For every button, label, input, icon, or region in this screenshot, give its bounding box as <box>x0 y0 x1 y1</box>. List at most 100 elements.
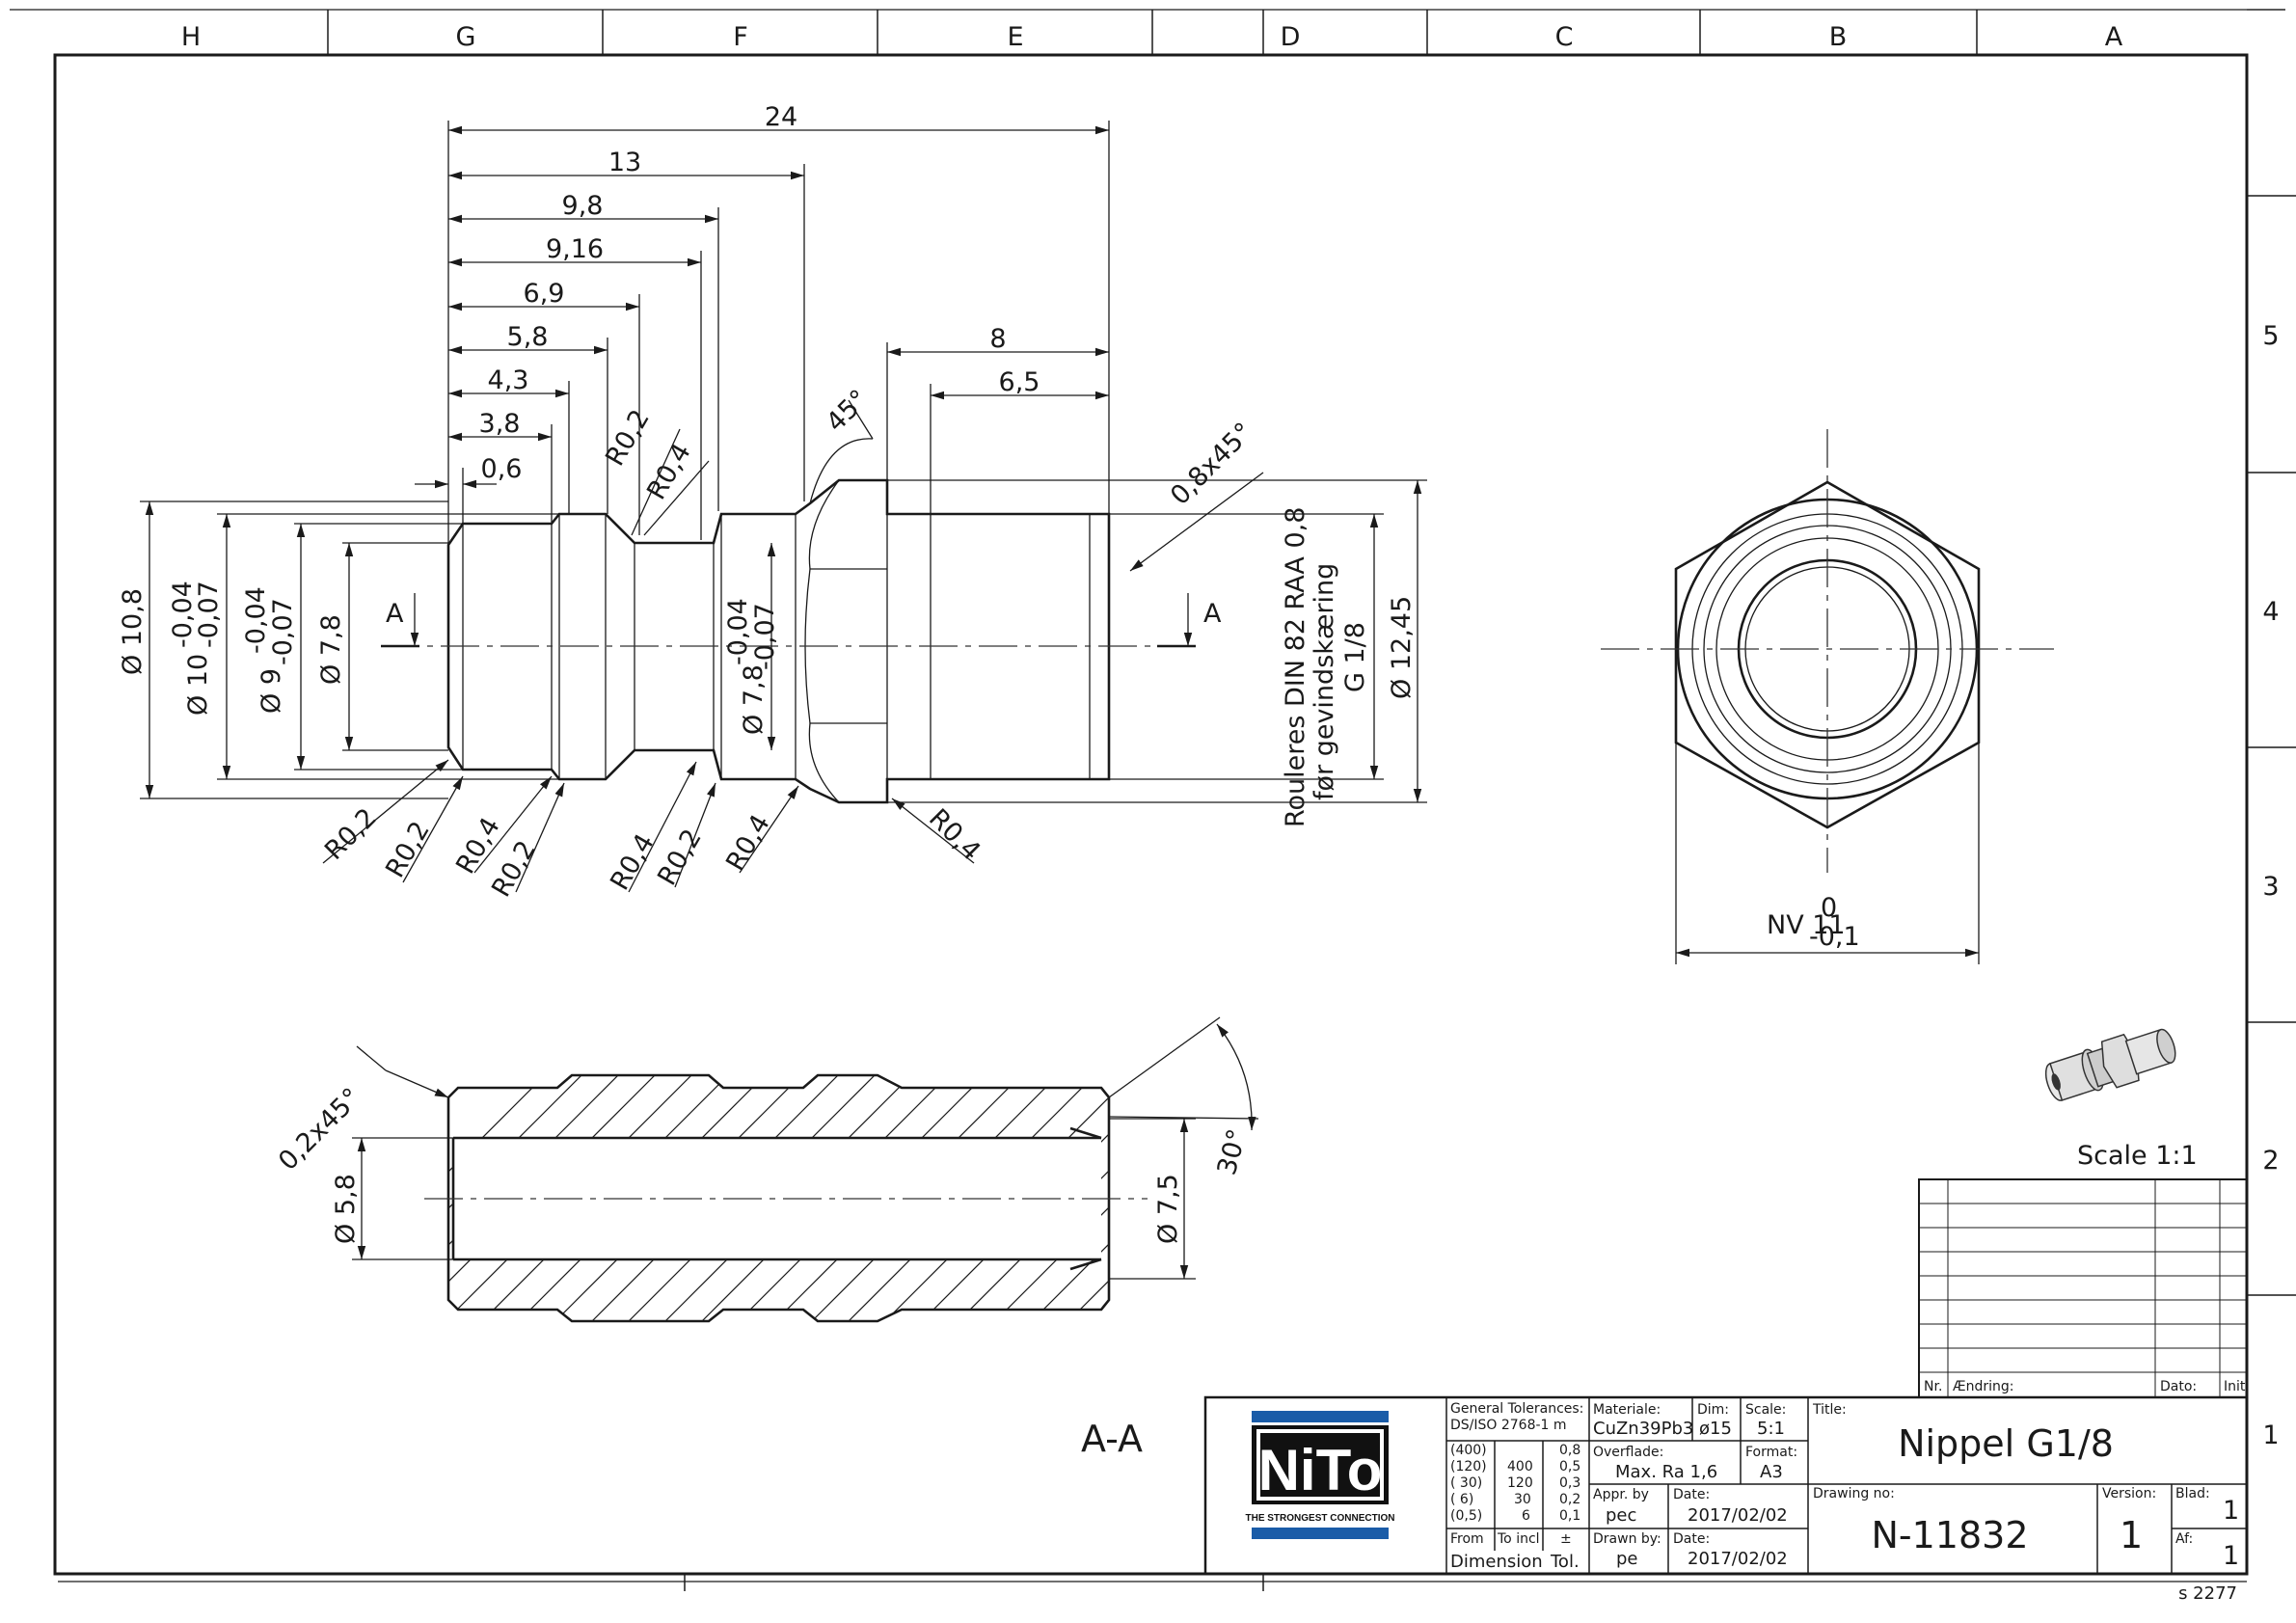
dia-9-tol-lo: -0,07 <box>268 598 298 665</box>
zone-H: H <box>181 22 201 52</box>
revision-table: Nr. Ændring: Dato: Init. <box>1918 1178 2250 1398</box>
dia-7-8-left: Ø 7,8 <box>316 614 346 685</box>
title-label: Title: <box>1812 1402 1847 1418</box>
general-tolerances-label: General Tolerances: <box>1450 1401 1583 1417</box>
zone-C: C <box>1555 22 1574 52</box>
overflade-value: Max. Ra 1,6 <box>1615 1462 1717 1482</box>
zone-B: B <box>1829 22 1848 52</box>
title-block: NiTo THE STRONGEST CONNECTION General To… <box>1203 1395 2249 1576</box>
date-label-1: Date: <box>1673 1487 1710 1502</box>
iso-scale: Scale 1:1 <box>2077 1141 2198 1171</box>
nv-tol-up: 0 <box>1821 893 1837 923</box>
nv-tol-lo: -0,1 <box>1809 922 1860 952</box>
hatch-line <box>1205 1061 1475 1331</box>
rev-nr: Nr. <box>1924 1379 1942 1394</box>
dia-10-tol-lo: -0,07 <box>194 581 224 648</box>
tol-row-1-a: (400) <box>1450 1443 1487 1458</box>
section-outline <box>446 1073 1111 1323</box>
overflade-label: Overflade: <box>1593 1445 1663 1460</box>
materiale-label: Materiale: <box>1593 1402 1661 1418</box>
tol-tol: Tol. <box>1550 1552 1580 1572</box>
drawing-no: N-11832 <box>1871 1514 2028 1556</box>
logo-tagline: THE STRONGEST CONNECTION <box>1245 1513 1394 1524</box>
radius-top-2: R0,4 <box>641 439 697 505</box>
tol-row-3-c: 0,3 <box>1559 1475 1580 1491</box>
bottom-radius-leaders <box>322 759 975 893</box>
dia-9: Ø 9 <box>257 668 286 714</box>
dia-10: Ø 10 <box>183 654 213 716</box>
sheet-id: s 2277 <box>2178 1583 2237 1604</box>
thread-note-1: Rouleres DIN 82 RAA 0,8 <box>1281 507 1310 827</box>
dim-8: 8 <box>989 324 1006 354</box>
dia-10-tol-up: -0,04 <box>168 581 198 648</box>
left-diameter-lines <box>140 500 559 799</box>
drawn-label: Drawn by: <box>1593 1531 1661 1547</box>
hatch-line <box>448 1075 560 1321</box>
format-value: A3 <box>1760 1462 1783 1482</box>
section-view: 0,2x45° Ø 5,8 Ø 7,5 30° A-A <box>273 1016 1475 1460</box>
tol-row-5-a: (0,5) <box>1450 1508 1482 1524</box>
dia-7-8-tol-lo: -0,07 <box>750 603 780 670</box>
dim-value: ø15 <box>1699 1419 1732 1439</box>
top-dimensions <box>415 121 1110 545</box>
dia-12-45: Ø 12,45 <box>1387 596 1417 699</box>
front-view: A A 24 <box>118 102 1427 903</box>
thread-note-3: G 1/8 <box>1340 622 1370 692</box>
isometric-thumbnail: Scale 1:1 <box>2044 1028 2198 1171</box>
tol-dimension: Dimension <box>1450 1552 1543 1572</box>
blad-value: 1 <box>2223 1496 2239 1526</box>
zone-2: 2 <box>2262 1146 2279 1176</box>
zone-A: A <box>2105 22 2123 52</box>
logo-word: NiTo <box>1258 1438 1383 1502</box>
dim-6-9: 6,9 <box>524 279 565 309</box>
date-value-2: 2017/02/02 <box>1688 1549 1788 1569</box>
dim-0-6: 0,6 <box>481 454 523 484</box>
tol-row-3-a: ( 30) <box>1450 1475 1482 1491</box>
dim-label: Dim: <box>1697 1402 1729 1418</box>
hatch-line <box>1169 1061 1439 1331</box>
version-label: Version: <box>2102 1486 2156 1501</box>
dim-24: 24 <box>765 102 797 132</box>
section-label: A-A <box>1081 1418 1143 1460</box>
top-radius-leaders <box>631 428 710 536</box>
appr-label: Appr. by <box>1593 1487 1649 1502</box>
date-label-2: Date: <box>1673 1531 1710 1547</box>
radius-bottom-1: R0,2 <box>319 802 383 866</box>
tolerance-rows: (400) 0,8 (120) 400 0,5 ( 30) 120 0,3 ( … <box>1450 1443 1580 1524</box>
dim-9-16: 9,16 <box>546 234 604 264</box>
end-view: NV 11 0 -0,1 <box>1601 429 2054 964</box>
zone-3: 3 <box>2262 872 2279 902</box>
rev-init: Init. <box>2224 1379 2250 1394</box>
dim-4-3: 4,3 <box>488 365 529 395</box>
section-angle: 30° <box>1212 1126 1253 1178</box>
scale-value: 5:1 <box>1757 1419 1785 1439</box>
dia-7-8-tol-up: -0,04 <box>723 598 753 665</box>
tol-row-4-c: 0,2 <box>1559 1492 1580 1507</box>
section-marks: A A <box>381 593 1222 648</box>
tol-row-2-a: (120) <box>1450 1459 1487 1474</box>
radius-bottom-7: R0,4 <box>720 810 776 877</box>
bottom-radius-labels: R0,2 R0,2 R0,4 R0,2 R0,4 R0,2 R0,4 <box>319 802 776 902</box>
rev-date: Dato: <box>2160 1379 2197 1394</box>
chamfer-45-leader <box>809 399 874 504</box>
right-diameter-lines <box>887 479 1427 803</box>
tol-row-5-c: 0,1 <box>1559 1508 1580 1524</box>
tol-to: To incl <box>1497 1531 1540 1547</box>
drawing-no-label: Drawing no: <box>1813 1486 1895 1501</box>
tol-row-1-c: 0,8 <box>1559 1443 1580 1458</box>
hatch-line <box>1058 1075 1109 1321</box>
hatch-line <box>1094 1075 1109 1321</box>
dia-9-tol-up: -0,04 <box>241 586 271 654</box>
tol-pm: ± <box>1560 1531 1572 1547</box>
tol-row-5-b: 6 <box>1522 1508 1530 1524</box>
blad-label: Blad: <box>2175 1486 2210 1501</box>
scale-label: Scale: <box>1745 1402 1786 1418</box>
date-value-1: 2017/02/02 <box>1688 1505 1788 1526</box>
dia-7-8-mid: Ø 7,8 <box>739 664 769 735</box>
zone-D: D <box>1281 22 1301 52</box>
tol-row-3-b: 120 <box>1507 1475 1533 1491</box>
chamfer-45-label: 45° <box>821 384 875 438</box>
tol-row-4-b: 30 <box>1514 1492 1531 1507</box>
format-label: Format: <box>1745 1445 1797 1460</box>
